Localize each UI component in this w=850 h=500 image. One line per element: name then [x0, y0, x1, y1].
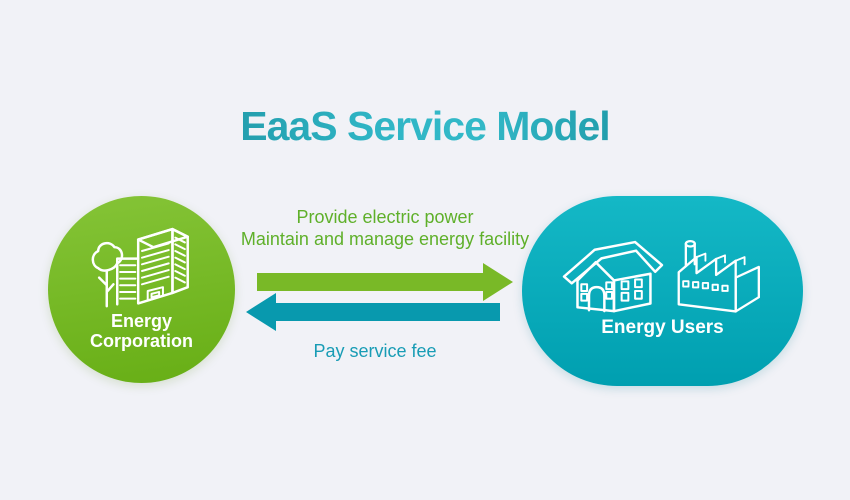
pay-fee-label: Pay service fee: [313, 341, 437, 361]
label-line: Energy: [110, 311, 173, 331]
provide-power-label: Provide electric power Maintain and mana…: [235, 206, 535, 250]
office-building-with-tree-icon: [91, 227, 189, 308]
energy-users-node: Energy Users: [522, 196, 803, 386]
forward-arrow-icon: [257, 263, 513, 301]
energy-users-icons: [560, 219, 766, 315]
energy-corporation-label: Energy Corporation: [90, 311, 193, 351]
house-icon: [562, 240, 663, 313]
return-arrow-icon: [246, 293, 500, 331]
label-line: Maintain and manage energy facility: [240, 229, 530, 249]
label-line: Provide electric power: [296, 207, 474, 227]
diagram-title: EaaS Service Model: [0, 103, 850, 150]
energy-corporation-node: Energy Corporation: [48, 196, 235, 383]
energy-users-label: Energy Users: [601, 317, 724, 338]
factory-icon: [677, 239, 760, 313]
label-line: Corporation: [90, 331, 193, 351]
